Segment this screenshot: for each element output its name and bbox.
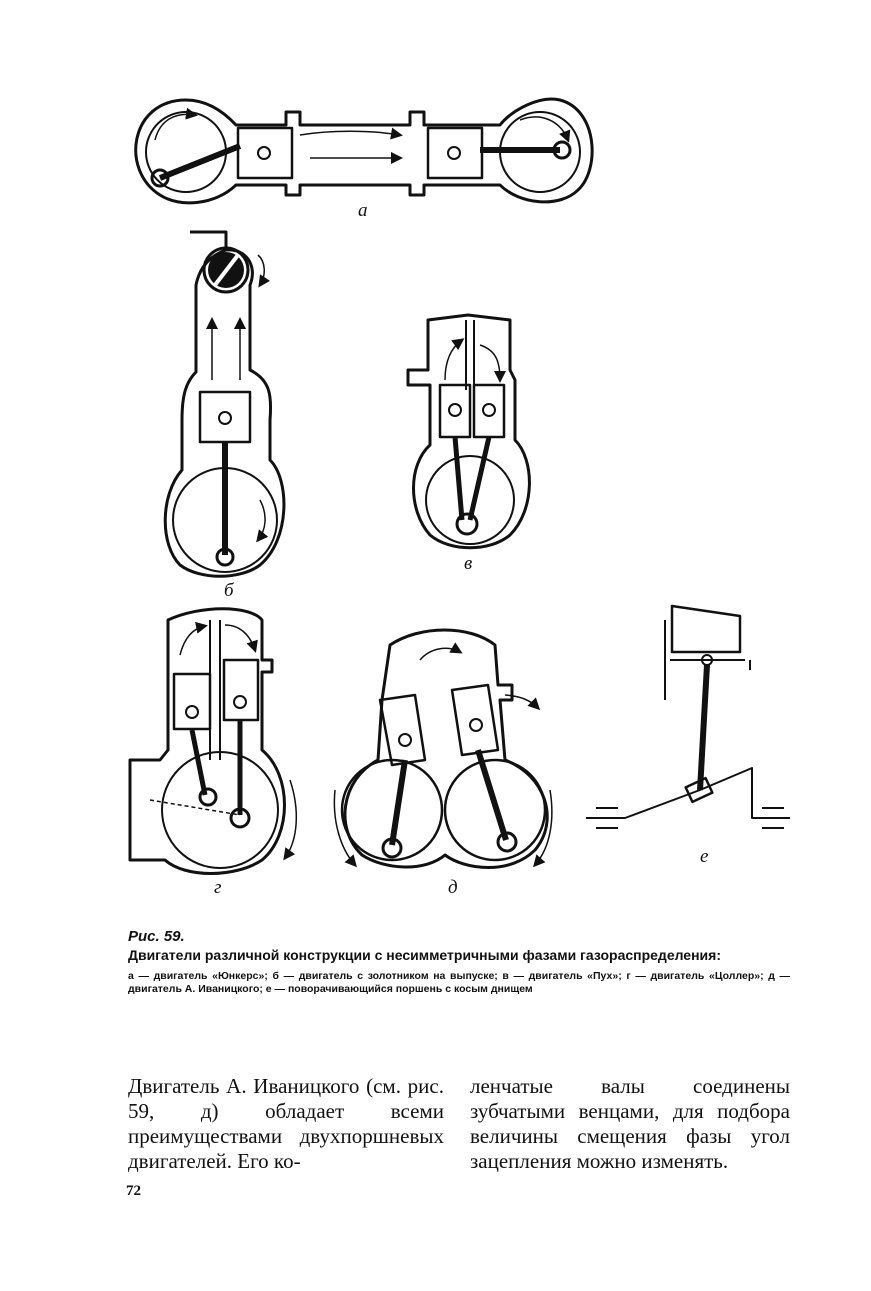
engine-v-puch-drawing xyxy=(406,313,531,550)
figure-caption: Рис. 59. Двигатели различной конструкции… xyxy=(128,928,790,996)
body-text-right-column: ленчатые валы соединены зубчатыми венцам… xyxy=(470,1074,790,1173)
figure-label-d: д xyxy=(448,877,458,898)
engine-d-ivanitsky-drawing xyxy=(333,628,553,869)
engine-g-zoller-drawing xyxy=(128,607,298,875)
engine-figure-59 xyxy=(128,97,790,875)
caption-title: Двигатели различной конструкции с несимм… xyxy=(128,947,721,963)
figure-label-a: а xyxy=(358,200,368,221)
figure-label-v: в xyxy=(464,553,473,574)
caption-number: Рис. 59. xyxy=(128,928,185,945)
body-text-left-column: Двигатель А. Иваницкого (см. рис. 59, д)… xyxy=(128,1074,444,1173)
engine-a-junkers-drawing xyxy=(134,97,594,205)
engine-b-valve-drawing xyxy=(163,230,286,578)
page-number: 72 xyxy=(126,1183,141,1199)
figure-label-b: б xyxy=(224,580,234,601)
figure-label-g: г xyxy=(214,877,222,898)
caption-description: а — двигатель «Юнкерс»; б — двигатель с … xyxy=(128,970,790,995)
figure-label-e: е xyxy=(700,846,709,867)
engine-e-rotating-piston-drawing xyxy=(586,604,790,829)
